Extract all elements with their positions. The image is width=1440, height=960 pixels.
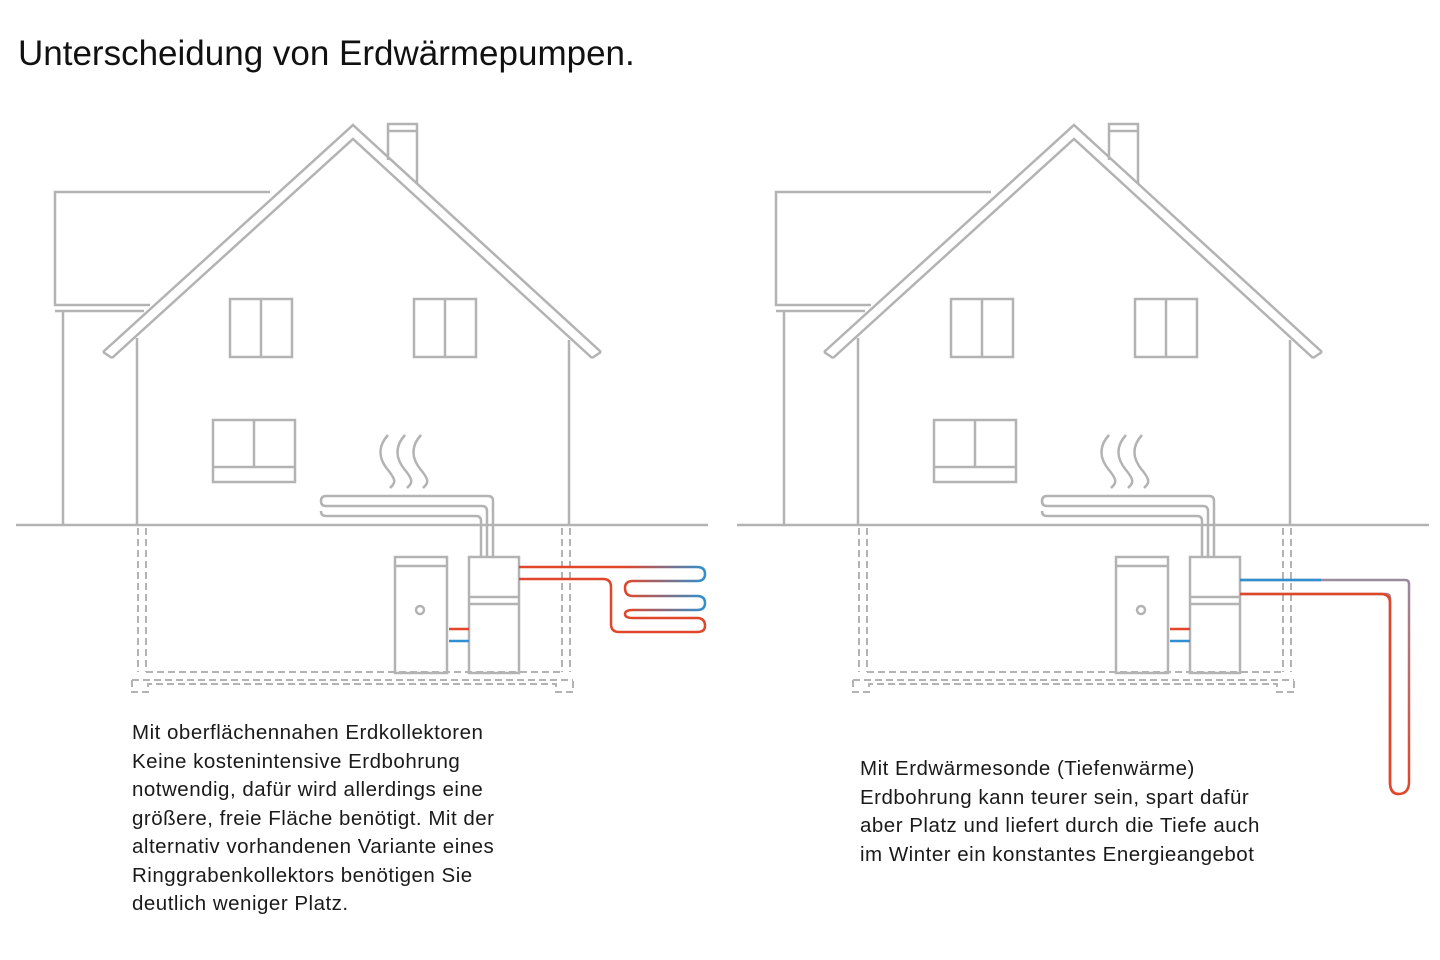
caption-line: notwendig, dafür wird allerdings eine: [132, 778, 484, 801]
caption-borehole-probe: Mit Erdwärmesonde (Tiefenwärme) Erdbohru…: [860, 755, 1260, 869]
caption-line: Mit oberflächennahen Erdkollektoren: [132, 721, 484, 744]
page-title: Unterscheidung von Erdwärmepumpen.: [18, 34, 635, 73]
caption-line: Ringgrabenkollektors benötigen Sie: [132, 863, 473, 887]
house-with-borehole-probe: [735, 122, 1431, 796]
caption-line: alternativ vorhandenen Variante eines: [132, 835, 495, 858]
caption-line: Erdbohrung kann teurer sein, spart dafür: [860, 785, 1250, 809]
house-with-ground-collector: [14, 122, 710, 694]
caption-line: deutlich weniger Platz.: [132, 892, 349, 915]
caption-line: aber Platz und liefert durch die Tiefe a…: [860, 814, 1260, 837]
borehole-probe-pipes: [1240, 578, 1411, 796]
caption-line: Keine kostenintensive Erdbohrung: [132, 749, 461, 773]
caption-ground-collector: Mit oberflächennahen Erdkollektoren Kein…: [132, 719, 494, 919]
caption-line: größere, freie Fläche benötigt. Mit der: [132, 806, 495, 830]
caption-line: Mit Erdwärmesonde (Tiefenwärme): [860, 757, 1195, 780]
ground-collector-pipes: [519, 565, 707, 634]
caption-line: im Winter ein konstantes Energieangebot: [860, 842, 1255, 866]
